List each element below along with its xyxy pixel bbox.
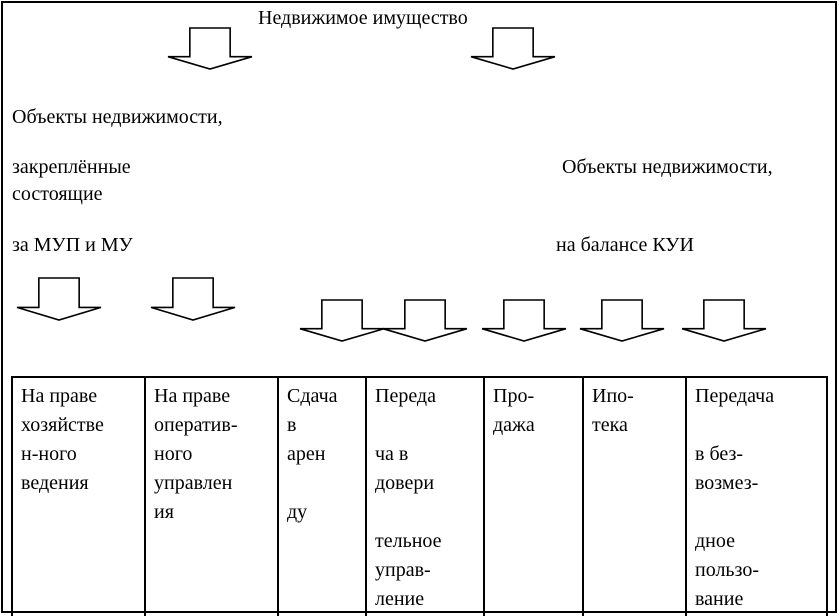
down-arrow-icon-9 <box>681 299 767 342</box>
column-4-line-7: управ- <box>375 559 431 581</box>
column-1-line-1: На праве <box>21 385 98 407</box>
column-cell-6: Ипо-тека <box>582 376 687 616</box>
column-4-line-2 <box>375 411 475 440</box>
column-1-line-3: н-ного <box>21 443 77 465</box>
column-cell-1: На праве хозяйстве н-ного ведения <box>11 376 146 616</box>
column-3-line-5: ду <box>287 501 308 523</box>
column-3-line-3: арен <box>287 443 326 465</box>
column-6-line-1: Ипо- <box>592 385 634 407</box>
column-2-line-5: ия <box>154 501 174 523</box>
down-arrow-icon-3 <box>16 277 102 321</box>
right-group-line-2: на балансе КУИ <box>556 234 694 256</box>
down-arrow-icon-6 <box>382 299 468 342</box>
right-group-line-1: Объекты недвижимости, <box>562 156 773 178</box>
down-arrow-icon-8 <box>579 299 665 342</box>
column-3-line-2: в <box>287 414 297 436</box>
column-7-line-4: возмез- <box>695 472 759 494</box>
column-2-line-4: управлен <box>154 472 233 494</box>
column-7-line-7: пользо- <box>695 559 759 581</box>
column-4-line-1: Переда <box>375 385 436 407</box>
column-7-line-6: дное <box>695 530 735 552</box>
column-7-line-1: Передача <box>695 385 775 407</box>
column-5-line-1: Про- <box>493 385 535 407</box>
left-group-line-4: за МУП и МУ <box>12 234 133 256</box>
left-group-line-3: состоящие <box>12 183 103 205</box>
column-2-line-3: ного <box>154 443 193 465</box>
column-4-line-4: довери <box>375 472 435 494</box>
column-2-line-1: На праве <box>154 385 231 407</box>
column-cell-3: Сдача в арен ду <box>277 376 367 616</box>
down-arrow-icon-5 <box>299 299 385 342</box>
column-4-line-5 <box>375 498 475 527</box>
diagram-title: Недвижимое имущество <box>258 7 468 29</box>
column-2-line-2: оператив- <box>154 414 238 436</box>
column-4-line-3: ча в <box>375 443 409 465</box>
down-arrow-icon-1 <box>167 27 253 70</box>
column-3-line-1: Сдача <box>287 385 338 407</box>
column-5-line-2: дажа <box>493 414 535 436</box>
column-1-line-4: ведения <box>21 472 89 494</box>
down-arrow-icon-2 <box>470 27 556 70</box>
column-cell-5: Про-дажа <box>483 376 584 616</box>
forms-row: На праве хозяйстве н-ного ведения На праве о… <box>11 376 828 616</box>
column-1-line-2: хозяйстве <box>21 414 104 436</box>
forms-table: На праве хозяйстве н-ного ведения На праве о… <box>11 376 828 616</box>
down-arrow-icon-4 <box>150 277 236 321</box>
column-7-line-3: в без- <box>695 443 744 465</box>
left-group-line-1: Объекты недвижимости, <box>12 106 223 128</box>
column-7-line-8: вание <box>695 588 744 610</box>
column-4-line-6: тельное <box>375 530 442 552</box>
column-7-line-5 <box>695 498 818 527</box>
left-group-line-2: закреплённые <box>12 156 131 178</box>
column-4-line-8: ление <box>375 588 425 610</box>
column-cell-2: На праве оператив-ного управлен ия <box>144 376 279 616</box>
column-6-line-2: тека <box>592 414 628 436</box>
column-cell-7: Передача в без-возмез- дное пользо-вание <box>685 376 828 616</box>
column-7-line-2 <box>695 411 818 440</box>
down-arrow-icon-7 <box>481 299 567 342</box>
column-cell-4: Переда ча в довери тельное управ-ление <box>365 376 485 616</box>
column-3-line-4 <box>287 469 357 498</box>
